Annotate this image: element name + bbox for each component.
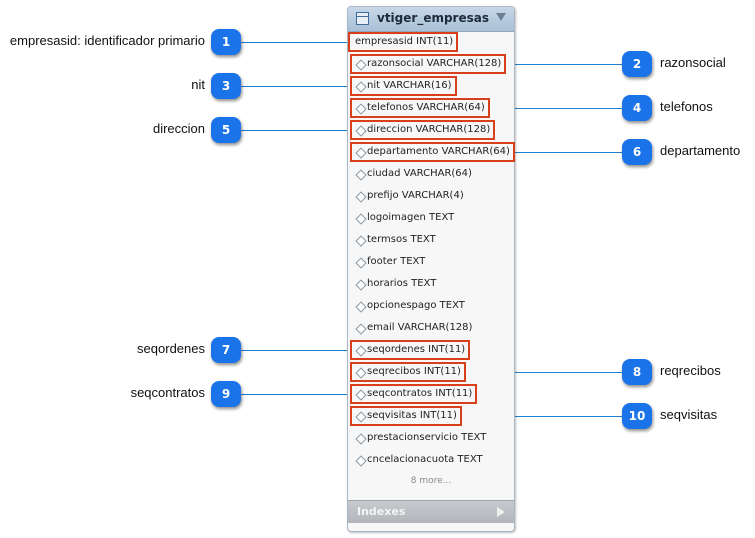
column-row[interactable]: opcionespago TEXT bbox=[348, 296, 514, 318]
column-label: horarios TEXT bbox=[367, 278, 437, 289]
table-icon bbox=[356, 12, 369, 25]
highlight-box bbox=[350, 54, 507, 74]
callout-label: telefonos bbox=[660, 99, 713, 114]
callout-label: seqvisitas bbox=[660, 407, 718, 422]
column-row[interactable]: prefijo VARCHAR(4) bbox=[348, 186, 514, 208]
callout-badge[interactable]: 3 bbox=[211, 73, 241, 99]
table-title: vtiger_empresas bbox=[377, 11, 489, 25]
highlight-box bbox=[350, 142, 515, 162]
callout-label: seqcontratos bbox=[130, 385, 205, 400]
column-label: footer TEXT bbox=[367, 256, 426, 267]
column-row[interactable]: empresasid INT(11) bbox=[348, 32, 514, 54]
callout-badge[interactable]: 9 bbox=[211, 381, 241, 407]
column-label: razonsocial VARCHAR(128) bbox=[367, 58, 502, 69]
indexes-label: Indexes bbox=[357, 505, 406, 518]
column-row[interactable]: seqcontratos INT(11) bbox=[348, 384, 514, 406]
column-label: empresasid INT(11) bbox=[355, 36, 454, 47]
column-label: seqvisitas INT(11) bbox=[367, 410, 457, 421]
highlight-box bbox=[350, 98, 490, 118]
column-label: seqrecibos INT(11) bbox=[367, 366, 461, 377]
column-row[interactable]: logoimagen TEXT bbox=[348, 208, 514, 230]
column-label: seqordenes INT(11) bbox=[367, 344, 466, 355]
column-label: cncelacionacuota TEXT bbox=[367, 454, 483, 465]
column-row[interactable]: seqordenes INT(11) bbox=[348, 340, 514, 362]
callout-badge[interactable]: 10 bbox=[622, 403, 652, 429]
callout-label: seqordenes bbox=[137, 341, 205, 356]
highlight-box bbox=[350, 120, 496, 140]
column-diamond-icon bbox=[355, 279, 367, 291]
column-diamond-icon bbox=[355, 257, 367, 269]
column-diamond-icon bbox=[355, 301, 367, 313]
highlight-box bbox=[350, 406, 462, 426]
column-label: prestacionservicio TEXT bbox=[367, 432, 487, 443]
expand-arrow-icon[interactable] bbox=[497, 507, 505, 517]
callout-label: nit bbox=[191, 77, 205, 92]
highlight-box bbox=[348, 32, 459, 52]
callout-label: empresasid: identificador primario bbox=[9, 33, 205, 48]
column-row[interactable]: ciudad VARCHAR(64) bbox=[348, 164, 514, 186]
column-diamond-icon bbox=[355, 191, 367, 203]
indexes-section[interactable]: Indexes bbox=[348, 500, 514, 523]
column-label: telefonos VARCHAR(64) bbox=[367, 102, 485, 113]
column-row[interactable]: telefonos VARCHAR(64) bbox=[348, 98, 514, 120]
callout-badge[interactable]: 7 bbox=[211, 337, 241, 363]
column-label: direccion VARCHAR(128) bbox=[367, 124, 491, 135]
table-header[interactable]: vtiger_empresas bbox=[348, 7, 514, 32]
column-row[interactable]: email VARCHAR(128) bbox=[348, 318, 514, 340]
callout-badge[interactable]: 8 bbox=[622, 359, 652, 385]
highlight-box bbox=[350, 76, 457, 96]
column-label: nit VARCHAR(16) bbox=[367, 80, 452, 91]
callout-label: reqrecibos bbox=[660, 363, 721, 378]
column-row[interactable]: cncelacionacuota TEXT bbox=[348, 450, 514, 472]
column-row[interactable]: footer TEXT bbox=[348, 252, 514, 274]
highlight-box bbox=[350, 362, 466, 382]
highlight-box bbox=[350, 384, 478, 404]
callout-badge[interactable]: 1 bbox=[211, 29, 241, 55]
column-row[interactable]: termsos TEXT bbox=[348, 230, 514, 252]
table-vtiger-empresas[interactable]: vtiger_empresas empresasid INT(11) razons… bbox=[347, 6, 515, 532]
column-label: termsos TEXT bbox=[367, 234, 436, 245]
collapse-arrow-icon[interactable] bbox=[496, 13, 506, 21]
column-label: prefijo VARCHAR(4) bbox=[367, 190, 464, 201]
column-diamond-icon bbox=[355, 433, 367, 445]
more-columns-link[interactable]: 8 more... bbox=[410, 476, 452, 486]
column-diamond-icon bbox=[355, 213, 367, 225]
column-diamond-icon bbox=[355, 169, 367, 181]
column-diamond-icon bbox=[355, 455, 367, 467]
column-row[interactable]: razonsocial VARCHAR(128) bbox=[348, 54, 514, 76]
column-row[interactable]: seqvisitas INT(11) bbox=[348, 406, 514, 428]
callout-badge[interactable]: 2 bbox=[622, 51, 652, 77]
column-label: departamento VARCHAR(64) bbox=[367, 146, 510, 157]
column-row[interactable]: nit VARCHAR(16) bbox=[348, 76, 514, 98]
column-row[interactable]: horarios TEXT bbox=[348, 274, 514, 296]
column-label: logoimagen TEXT bbox=[367, 212, 455, 223]
column-row[interactable]: direccion VARCHAR(128) bbox=[348, 120, 514, 142]
column-label: seqcontratos INT(11) bbox=[367, 388, 473, 399]
column-row[interactable]: seqrecibos INT(11) bbox=[348, 362, 514, 384]
callout-label: direccion bbox=[152, 121, 205, 136]
column-row[interactable]: prestacionservicio TEXT bbox=[348, 428, 514, 450]
column-diamond-icon bbox=[355, 235, 367, 247]
column-label: email VARCHAR(128) bbox=[367, 322, 473, 333]
callout-label: razonsocial bbox=[660, 55, 726, 70]
callout-badge[interactable]: 5 bbox=[211, 117, 241, 143]
callout-badge[interactable]: 4 bbox=[622, 95, 652, 121]
highlight-box bbox=[350, 340, 471, 360]
column-row[interactable]: departamento VARCHAR(64) bbox=[348, 142, 514, 164]
column-diamond-icon bbox=[355, 323, 367, 335]
callout-badge[interactable]: 6 bbox=[622, 139, 652, 165]
column-label: ciudad VARCHAR(64) bbox=[367, 168, 472, 179]
column-label: opcionespago TEXT bbox=[367, 300, 465, 311]
callout-label: departamento bbox=[660, 143, 741, 158]
